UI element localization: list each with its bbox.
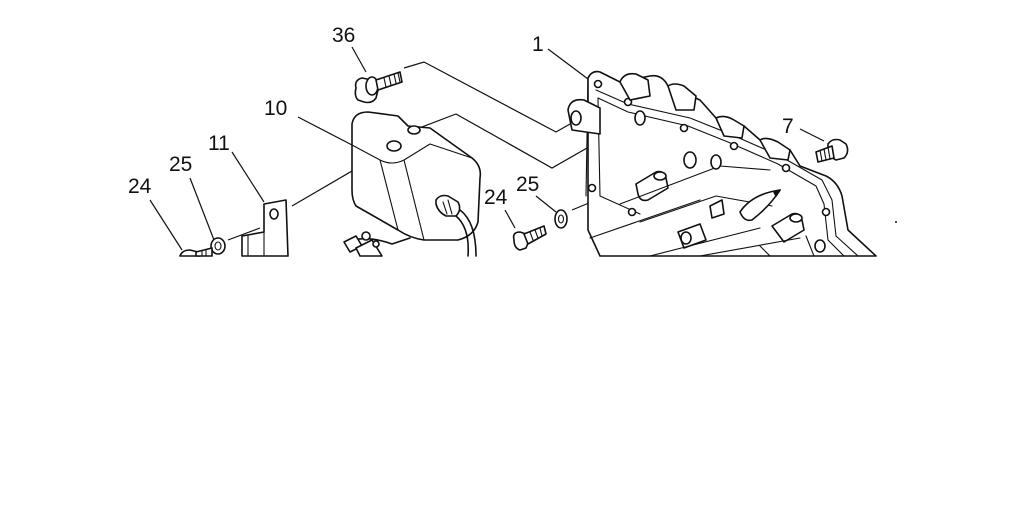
bolt-icon: [815, 138, 849, 163]
leader-25-center: [535, 195, 557, 213]
leader-36: [351, 46, 367, 73]
leader-lines: [149, 46, 825, 251]
callout-25-left: 25: [169, 153, 192, 176]
washer-icon: [210, 237, 226, 255]
electrical-module-box: [343, 111, 482, 257]
leader-24-left: [149, 199, 183, 251]
leader-1: [547, 48, 593, 83]
leader-11: [231, 151, 265, 203]
bolt-icon: [354, 71, 403, 104]
margin-dot: [895, 221, 897, 223]
screw-icon: [179, 247, 213, 257]
callout-1: 1: [532, 33, 544, 56]
callout-10: 10: [264, 97, 287, 120]
leader-10: [297, 116, 353, 146]
callout-36: 36: [332, 24, 355, 47]
callout-24-center: 24: [484, 186, 508, 209]
mounting-bracket: [241, 199, 289, 257]
leader-7: [799, 128, 825, 142]
leader-25-left: [189, 177, 215, 241]
screw-icon: [512, 225, 547, 251]
callout-24-left: 24: [128, 175, 152, 198]
callout-7: 7: [782, 115, 794, 138]
centerline-washer-left: [227, 227, 261, 241]
centerline-bolt-36: [403, 61, 571, 133]
callout-25-center: 25: [516, 173, 539, 196]
washer-icon: [554, 209, 568, 229]
housing-cover-plate: [567, 70, 877, 257]
leader-24-center: [504, 209, 516, 229]
callout-11: 11: [208, 132, 230, 155]
